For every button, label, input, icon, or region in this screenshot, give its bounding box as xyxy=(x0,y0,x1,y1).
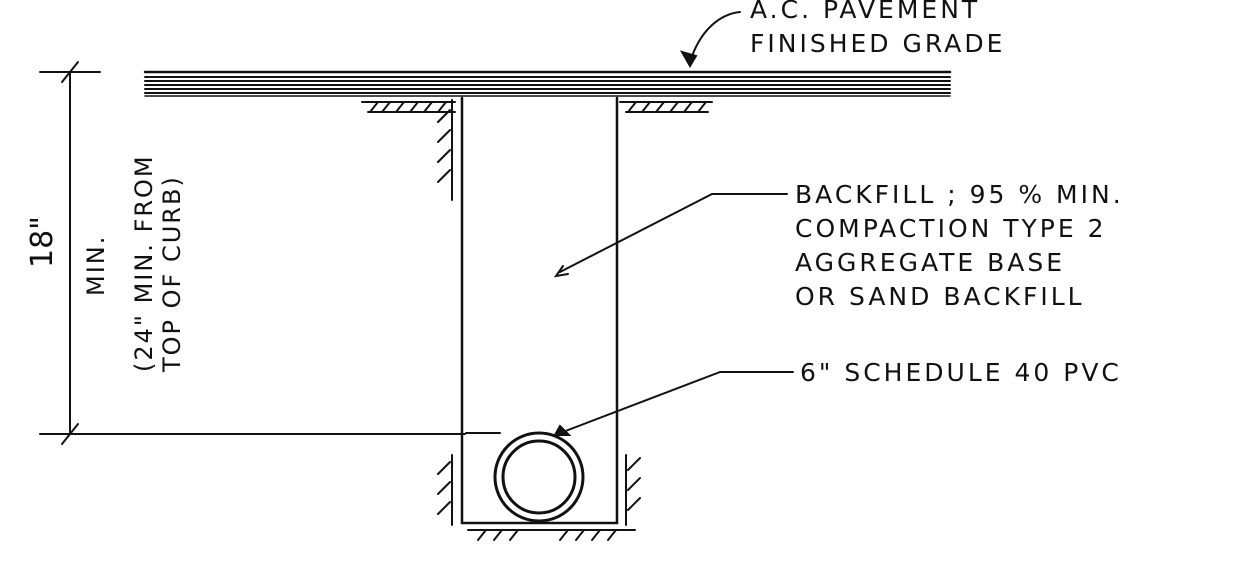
earth-hatch-bottom xyxy=(467,529,636,541)
depth-dimension xyxy=(39,61,466,445)
earth-hatch-top-right xyxy=(619,101,713,113)
leader-pavement xyxy=(679,11,741,68)
earth-hatch-right-lower xyxy=(625,454,641,526)
earth-hatch-left-lower xyxy=(437,454,453,526)
leader-pipe xyxy=(553,371,794,436)
leader-backfill xyxy=(553,193,788,278)
pavement-label-line2: FINISHED GRADE xyxy=(750,29,1005,58)
dimension-min-label: MIN. xyxy=(82,235,110,296)
pavement-label-line1: A.C. PAVEMENT xyxy=(750,0,980,24)
pvc-pipe xyxy=(465,431,585,523)
trench xyxy=(460,96,619,525)
pavement-surface xyxy=(143,70,952,97)
dimension-note-line1: (24" MIN. FROM xyxy=(130,154,158,372)
dimension-note-line2: TOP OF CURB) xyxy=(158,175,186,373)
backfill-label-line2: COMPACTION TYPE 2 xyxy=(795,214,1107,243)
pipe-label: 6" SCHEDULE 40 PVC xyxy=(800,358,1122,387)
backfill-label-line4: OR SAND BACKFILL xyxy=(795,282,1085,311)
backfill-label-line1: BACKFILL ; 95 % MIN. xyxy=(795,180,1124,209)
dimension-value: 18" xyxy=(25,216,60,268)
backfill-label-line3: AGGREGATE BASE xyxy=(795,248,1065,277)
earth-hatch-left-upper xyxy=(437,99,453,201)
earth-hatch-top-left xyxy=(361,101,456,113)
